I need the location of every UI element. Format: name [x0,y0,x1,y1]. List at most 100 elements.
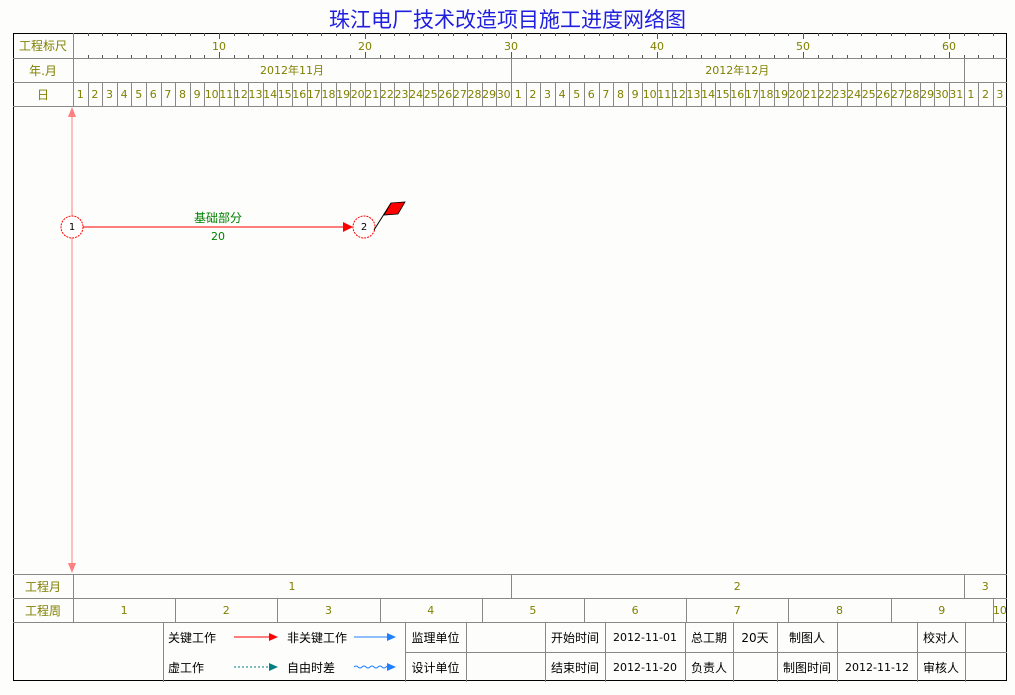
day-divider [248,82,249,106]
day-cell: 26 [876,87,891,101]
week-divider [993,598,994,622]
legend-symbols [234,633,396,671]
day-divider [613,82,614,106]
project-week-cell: 5 [529,603,537,617]
ruler-tick [336,55,337,58]
ruler-tick [920,55,921,58]
day-cell: 2 [981,87,989,101]
day-divider [88,82,89,106]
ruler-tick [613,55,614,58]
day-cell: 3 [105,87,113,101]
day-divider [847,82,848,106]
draw-time-value: 2012-11-12 [845,660,909,674]
ruler-tick [642,33,643,36]
week-divider [277,598,278,622]
day-cell: 19 [774,87,789,101]
month-divider [511,58,512,82]
day-divider [730,82,731,106]
ruler-tick [555,55,556,58]
ruler-tick [569,33,570,36]
ruler-tick [876,55,877,58]
day-cell: 8 [178,87,186,101]
ruler-tick [949,33,950,39]
ruler-tick [993,33,994,36]
day-cell: 17 [744,87,759,101]
ruler-tick [88,55,89,58]
ruler-tick [526,55,527,58]
day-divider [482,82,483,106]
ruler-tick [920,33,921,36]
day-divider [234,82,235,106]
critical-activity-arrow [83,222,353,232]
col-divider [73,33,74,106]
row-divider [405,652,1007,653]
ruler-tick [204,33,205,36]
day-divider [467,82,468,106]
ruler-tick [715,55,716,58]
ruler-tick [277,55,278,58]
day-cell: 10 [204,87,219,101]
year-month-label: 年.月 [29,63,57,78]
day-cell: 12 [671,87,686,101]
ruler-tick [190,55,191,58]
day-divider [993,82,994,106]
ruler-tick [438,33,439,36]
day-cell: 14 [263,87,278,101]
day-divider [365,82,366,106]
ruler-tick [715,33,716,36]
day-cell: 14 [701,87,716,101]
ruler-tick [117,33,118,36]
flag-icon [373,201,406,231]
day-cell: 25 [423,87,438,101]
ruler-tick [394,33,395,36]
day-divider [905,82,906,106]
day-cell: 27 [452,87,467,101]
project-week-cell: 8 [835,603,843,617]
day-divider [774,82,775,106]
ruler-tick [599,55,600,58]
day-cell: 6 [587,87,595,101]
project-week-cell: 2 [222,603,230,617]
project-week-cell: 1 [120,603,128,617]
day-divider [204,82,205,106]
ruler-tick [511,52,512,58]
ruler-tick [613,33,614,36]
checker-value [965,622,1007,652]
ruler-mark: 30 [504,39,518,53]
day-cell: 21 [803,87,818,101]
day-cell: 13 [686,87,701,101]
day-cell: 24 [409,87,424,101]
day-divider [146,82,147,106]
ruler-tick [832,55,833,58]
draw-time-label: 制图时间 [782,660,831,675]
ruler-tick [175,55,176,58]
node-2-label: 2 [360,221,368,233]
day-divider [555,82,556,106]
ruler-tick [949,52,950,58]
drawer-label: 制图人 [788,630,825,645]
day-cell: 12 [233,87,248,101]
legend-critical-label: 关键工作 [168,630,217,645]
node-1 [60,215,84,239]
ruler-tick [847,33,848,36]
day-divider [964,82,965,106]
day-divider [102,82,103,106]
ruler-tick [832,33,833,36]
day-divider [599,82,600,106]
week-divider [584,598,585,622]
ruler-tick [102,33,103,36]
ruler-tick [380,33,381,36]
day-cell: 8 [616,87,624,101]
ruler-tick [978,33,979,36]
week-divider [891,598,892,622]
ruler-tick [234,55,235,58]
ruler-tick [730,33,731,36]
project-week-cell: 3 [324,603,332,617]
day-cell: 13 [248,87,263,101]
day-cell: 21 [365,87,380,101]
duration-label: 总工期 [690,630,727,645]
day-divider [496,82,497,106]
ruler-tick [788,55,789,58]
week-divider [686,598,687,622]
day-divider [292,82,293,106]
